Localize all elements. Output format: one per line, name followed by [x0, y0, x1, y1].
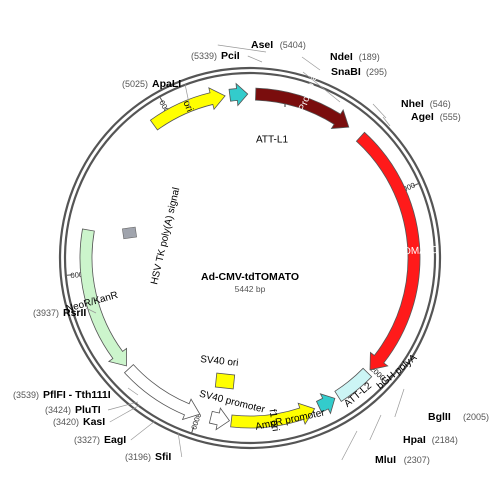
site-position: (3937) — [33, 308, 59, 318]
site-leader-kasi — [109, 404, 141, 423]
plasmid-name: Ad-CMV-tdTOMATO — [201, 271, 299, 283]
feature-f1-ori — [230, 402, 316, 429]
site-asei: AseI (5404) — [251, 39, 306, 51]
site-name: HpaI — [403, 434, 426, 446]
site-leader-ndei — [301, 56, 321, 71]
site-leader-hpai — [369, 414, 382, 441]
site-position: (3420) — [53, 417, 79, 427]
feature-cmv-promoter — [255, 87, 350, 129]
inner-feature-sv40-ori: SV40 ori — [200, 354, 239, 390]
feature-label-sv40-promoter: SV40 promoter — [198, 389, 267, 416]
site-leader-mlui — [341, 430, 358, 461]
feature-bgh-polya — [334, 367, 373, 402]
sv40-ori-box — [214, 372, 236, 390]
site-leader-pluti — [107, 401, 139, 411]
tick-mark — [191, 426, 195, 433]
site-leader-pflfi-tth111i — [127, 387, 139, 396]
site-position: (3539) — [13, 390, 39, 400]
site-position: (5404) — [280, 40, 306, 50]
site-position: (5339) — [191, 51, 217, 61]
feature-att-l2 — [315, 393, 336, 415]
inner-feature-hsv-tk-polya: HSV TK poly(A) signal — [122, 186, 182, 286]
hsv-tk-polya-label: HSV TK poly(A) signal — [149, 186, 182, 285]
site-name: RsrII — [63, 307, 86, 319]
tick-mark — [381, 377, 387, 383]
feature-sv40-promoter — [123, 364, 201, 421]
site-leader-asei — [217, 44, 267, 53]
site-name: ApaLI — [152, 78, 181, 90]
feature-label-tdtomato: tdTOMATO — [389, 245, 440, 258]
site-pcii: (5339) PciI — [191, 50, 240, 62]
feature-label-ori: ori — [180, 99, 194, 113]
site-name: NdeI — [330, 51, 353, 63]
site-name: AgeI — [411, 111, 434, 123]
feature-ori — [149, 87, 226, 131]
site-name: BglII — [428, 411, 451, 423]
site-name: KasI — [83, 416, 105, 428]
backbone-inner-ring — [63, 71, 437, 445]
backbone-outer-ring — [58, 66, 442, 450]
tick-mark — [66, 274, 73, 276]
site-position: (5025) — [122, 79, 148, 89]
site-name: NheI — [401, 98, 424, 110]
hsv-tk-polya-box — [122, 226, 137, 240]
site-leader-rsrii — [85, 307, 97, 314]
site-snabi: SnaBI (295) — [331, 66, 387, 78]
site-hpai: HpaI (2184) — [403, 434, 458, 446]
tick-mark — [159, 97, 164, 103]
feature-att-l1 — [228, 82, 249, 107]
plasmid-size: 5442 bp — [235, 284, 266, 294]
site-name: EagI — [104, 434, 126, 446]
site-position: (3424) — [45, 405, 71, 415]
site-position: (2184) — [432, 435, 458, 445]
site-position: (3196) — [125, 452, 151, 462]
site-position: (2005) — [463, 412, 489, 422]
site-kasi: (3420) KasI — [53, 416, 105, 428]
site-rsrii: (3937) RsrII — [33, 307, 86, 319]
site-leader-eagi — [130, 420, 156, 441]
feature-ampr-promoter — [208, 407, 230, 431]
site-position: (2307) — [404, 455, 430, 465]
site-mlui: MluI (2307) — [375, 454, 430, 466]
site-name: PluTI — [75, 404, 101, 416]
site-name: PciI — [221, 50, 240, 62]
site-position: (295) — [366, 67, 387, 77]
site-nhei: NheI (546) — [401, 98, 451, 110]
site-position: (546) — [430, 99, 451, 109]
restriction-sites: AseI (5404) (5339) PciI (5025) ApaLI NdeI (189)… — [13, 39, 489, 466]
site-name: SfiI — [155, 451, 171, 463]
site-leader-sfii — [177, 431, 183, 458]
site-leader-nhei — [372, 103, 387, 119]
feature-label-f1-ori: f1 ori — [267, 408, 281, 432]
site-leader-lines — [85, 44, 405, 461]
site-apali: (5025) ApaLI — [122, 78, 181, 90]
site-ndei: NdeI (189) — [330, 51, 380, 63]
site-pluti: (3424) PluTI — [45, 404, 101, 416]
site-eagi: (3327) EagI — [74, 434, 126, 446]
site-name: AseI — [251, 39, 273, 51]
site-agei: AgeI (555) — [411, 111, 461, 123]
feature-label-att-l1: ATT-L1 — [256, 135, 288, 146]
site-leader-apali — [184, 83, 191, 109]
site-position: (189) — [359, 52, 380, 62]
feature-tdtomato — [355, 131, 421, 371]
site-leader-bglii — [394, 388, 405, 418]
site-bglii: BglII (2005) — [428, 411, 489, 423]
site-name: MluI — [375, 454, 396, 466]
sv40-ori-label: SV40 ori — [200, 354, 239, 369]
tick-mark — [412, 183, 419, 187]
site-name: PflFI - Tth111I — [43, 389, 111, 401]
site-leader-pcii — [247, 55, 263, 63]
feature-neor-kanr — [79, 228, 128, 367]
site-sfii: (3196) SfiI — [125, 451, 171, 463]
site-name: SnaBI — [331, 66, 361, 78]
tick-label: 4000 — [70, 269, 87, 280]
site-pflfi-tth111i: (3539) PflFI - Tth111I — [13, 389, 111, 401]
site-leader-snabi — [302, 71, 341, 103]
site-position: (3327) — [74, 435, 100, 445]
site-position: (555) — [440, 112, 461, 122]
site-leader-agei — [382, 116, 391, 127]
